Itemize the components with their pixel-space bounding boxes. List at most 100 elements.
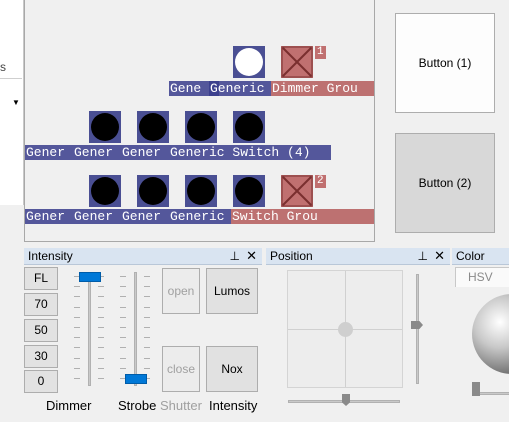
slider-tick	[74, 347, 80, 349]
slider-tick	[144, 316, 150, 318]
slider-tick	[74, 316, 80, 318]
slider-tick	[120, 378, 126, 379]
fixture-label: Gener	[121, 209, 169, 224]
fixture-label: Gener	[73, 145, 121, 160]
slider-tick	[98, 316, 104, 318]
fixture-switch-group[interactable]: 2	[281, 175, 326, 207]
fixture-label: Dimmer Grou	[271, 81, 374, 96]
position-dock: Position ⊥ ✕	[266, 248, 450, 422]
position-title: Position	[270, 249, 313, 263]
intensity-caption: Intensity	[209, 398, 258, 413]
slider-tick	[120, 316, 126, 318]
slider-tick	[74, 357, 80, 359]
close-icon[interactable]: ✕	[434, 248, 445, 263]
preset-fl-button[interactable]: FL	[24, 267, 58, 290]
left-panel	[0, 0, 24, 205]
fixture-canvas[interactable]: 1 Gene Generic Dimmer Grou Gener Gener G…	[24, 0, 375, 242]
lumos-button[interactable]: Lumos	[206, 268, 258, 314]
preset-0-button[interactable]: 0	[24, 370, 58, 393]
button-1[interactable]: Button (1)	[395, 13, 495, 113]
strobe-caption: Strobe	[118, 398, 157, 413]
fixture-switch[interactable]	[89, 111, 121, 143]
button-2[interactable]: Button (2)	[395, 133, 495, 233]
fixture-switch[interactable]	[233, 175, 265, 207]
slider-tick	[144, 337, 150, 339]
slider-tick	[144, 327, 150, 328]
slider-tick	[98, 296, 104, 298]
slider-tick	[98, 276, 104, 277]
fixture-number: 1	[315, 46, 326, 59]
fixture-dimmer-group[interactable]: 1	[281, 46, 326, 78]
fixture-label: Gene	[169, 81, 219, 96]
pan-slider-handle[interactable]	[342, 394, 350, 406]
fixture-switch[interactable]	[137, 175, 169, 207]
slider-tick	[74, 378, 80, 379]
slider-tick	[98, 306, 104, 308]
shutter-caption: Shutter	[160, 398, 202, 413]
slider-tick	[98, 357, 104, 359]
nox-button[interactable]: Nox	[206, 346, 258, 392]
strobe-slider-handle[interactable]	[125, 374, 147, 384]
dimmer-slider-handle[interactable]	[79, 272, 101, 282]
preset-70-button[interactable]: 70	[24, 293, 58, 316]
slider-tick	[74, 337, 80, 339]
fixture-switch[interactable]	[137, 111, 169, 143]
fixture-label: Generic	[209, 81, 271, 96]
slider-tick	[144, 357, 150, 359]
tilt-slider-handle[interactable]	[411, 321, 423, 329]
slider-tick	[74, 296, 80, 298]
fixture-switch[interactable]	[233, 111, 265, 143]
cross-icon	[281, 175, 313, 207]
slider-tick	[74, 367, 80, 369]
close-icon[interactable]: ✕	[246, 248, 257, 263]
position-pad[interactable]	[287, 270, 403, 388]
position-cursor[interactable]	[338, 322, 353, 337]
pin-icon[interactable]: ⊥	[229, 249, 240, 263]
slider-tick	[120, 337, 126, 339]
fixture-label: Gener	[121, 145, 169, 160]
color-title: Color	[456, 249, 485, 263]
intensity-dock: Intensity ⊥ ✕ FL 70 50 30 0 open close L…	[24, 248, 262, 422]
slider-tick	[120, 357, 126, 359]
dimmer-caption: Dimmer	[46, 398, 92, 413]
fixture-switch[interactable]	[89, 175, 121, 207]
pin-icon[interactable]: ⊥	[417, 249, 428, 263]
fixture-number: 2	[315, 175, 326, 188]
color-dock-title: Color	[452, 248, 509, 265]
dimmer-slider-track[interactable]	[88, 272, 91, 386]
position-dock-title: Position ⊥ ✕	[266, 248, 450, 265]
intensity-dock-title: Intensity ⊥ ✕	[24, 248, 262, 265]
slider-tick	[120, 276, 126, 277]
tilt-slider-track[interactable]	[416, 274, 419, 384]
fixture-switch[interactable]	[185, 175, 217, 207]
slider-tick	[98, 337, 104, 339]
strobe-slider-track[interactable]	[134, 272, 137, 386]
shutter-open-button[interactable]: open	[162, 268, 200, 314]
fixture-label: Generic	[169, 209, 231, 224]
preset-30-button[interactable]: 30	[24, 345, 58, 368]
fixture-label: Switch Grou	[231, 209, 374, 224]
slider-tick	[74, 327, 80, 328]
value-slider-handle[interactable]	[472, 382, 480, 396]
chevron-down-icon[interactable]: ▼	[12, 98, 20, 107]
tab-hsv[interactable]: HSV	[455, 267, 509, 287]
shutter-close-button[interactable]: close	[162, 346, 200, 392]
slider-tick	[98, 286, 104, 288]
color-wheel[interactable]	[472, 294, 509, 374]
slider-tick	[120, 296, 126, 298]
slider-tick	[144, 286, 150, 288]
slider-tick	[98, 367, 104, 369]
slider-tick	[120, 306, 126, 308]
slider-tick	[74, 306, 80, 308]
slider-tick	[98, 347, 104, 349]
preset-50-button[interactable]: 50	[24, 319, 58, 342]
slider-tick	[144, 276, 150, 277]
slider-tick	[98, 327, 104, 328]
fixture-label: Gener	[25, 209, 73, 224]
slider-tick	[120, 367, 126, 369]
slider-tick	[144, 378, 150, 379]
slider-tick	[144, 367, 150, 369]
fixture-switch[interactable]	[185, 111, 217, 143]
fixture-dimmer[interactable]	[233, 46, 265, 78]
slider-tick	[74, 286, 80, 288]
